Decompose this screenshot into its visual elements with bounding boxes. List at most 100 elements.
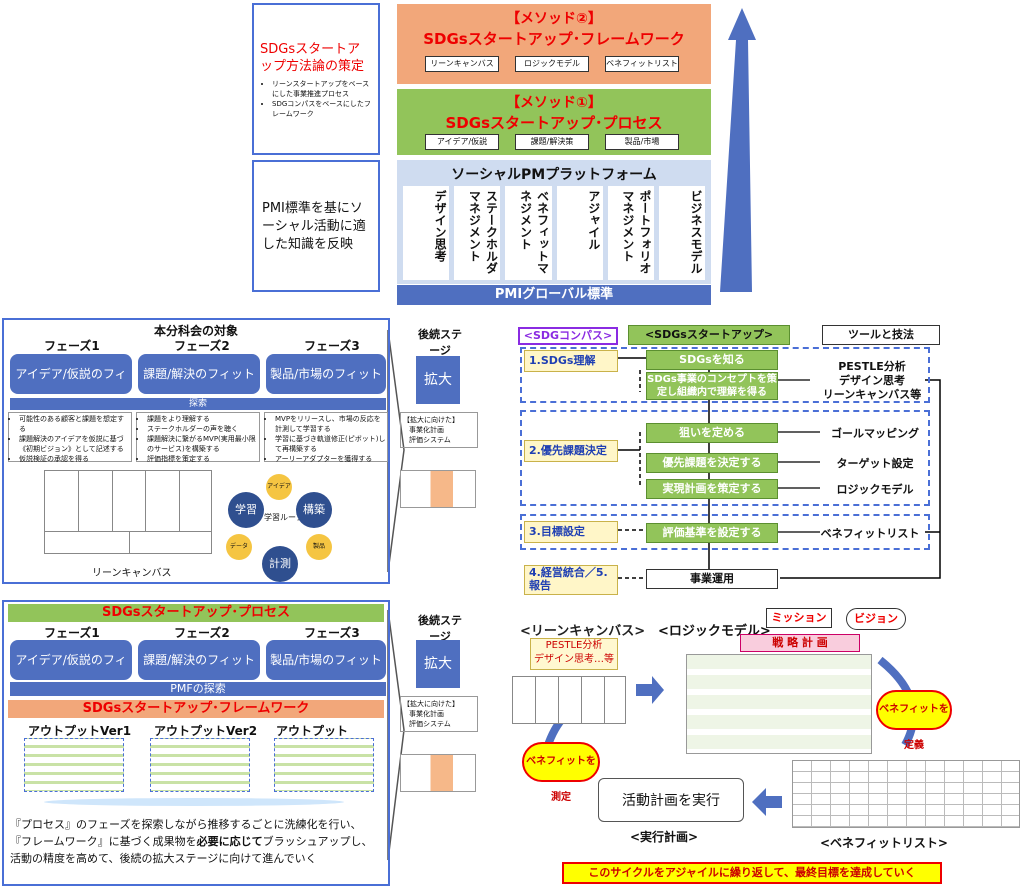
expand-notes: 【拡大に向けた】 事業化計画 評価システム [400, 696, 478, 732]
expand-note: 評価システム [409, 720, 451, 728]
tool-label: リーンキャンバス等 [822, 388, 922, 401]
vision-cloud: ビジョン [846, 608, 906, 630]
note: 仮説検証の承認を得る [19, 454, 130, 464]
tool-label: PESTLE分析 [838, 360, 906, 373]
expand-notes: 【拡大に向けた】 事業化計画 評価システム [400, 412, 478, 448]
expand-note-title: 【拡大に向けた】 [403, 700, 459, 708]
growth-curve-image [400, 470, 476, 508]
step-group-3 [520, 514, 930, 550]
subcommittee-panel: 本分科会の対象 フェーズ1 フェーズ2 フェーズ3 アイデア/仮説のフィット 課… [2, 318, 390, 584]
step-group-2 [520, 410, 930, 506]
up-arrow-icon [720, 8, 756, 292]
note: MVPをリリースし、市場の反応を計測して学習する [275, 414, 386, 434]
benefit-list-label: <ベネフィットリスト> [820, 836, 948, 850]
loop-small-node: 製品 [306, 534, 332, 560]
tool-label: ベネフィットリスト [820, 527, 920, 540]
process-step: SDGsを知る [646, 350, 778, 370]
pmi-global-bar: PMIグローバル標準 [397, 285, 711, 305]
subcommittee-header: 本分科会の対象 [153, 324, 238, 338]
expand-note: 事業化計画 [409, 710, 444, 718]
method2-item: ベネフィットリスト [605, 56, 679, 72]
phase-notes: MVPをリリースし、市場の反応を計測して学習する 学習に基づき軌道修正(ピボット… [264, 412, 388, 464]
strategy-bar: 戦 略 計 画 [740, 634, 860, 652]
phase-label: フェーズ2 [174, 626, 230, 640]
design-label: デザイン思考…等 [534, 654, 614, 665]
bullet: SDGコンパスをベースにしたフレームワーク [272, 99, 372, 119]
note: ステークホルダーの声を聴く [147, 424, 258, 434]
phase-label: フェーズ3 [304, 626, 360, 640]
platform-title: ソーシャルPMプラットフォーム [451, 167, 657, 183]
output-thumbnail [274, 738, 374, 792]
step-group-1 [520, 347, 930, 403]
right-arrow-icon [636, 676, 664, 704]
lean-canvas-label: リーンキャンバス [92, 568, 172, 579]
phase-box: 製品/市場のフィット [266, 354, 386, 394]
methodology-box: SDGsスタートアップ方法論の策定 リーンスタートアップをベースにした事業推進プ… [252, 3, 380, 155]
process-step: 評価基準を設定する [646, 523, 778, 543]
process-title: SDGsスタートアップ･プロセス [8, 604, 384, 622]
output-label: アウトプットVer1 [28, 724, 132, 738]
description-line: 『フレームワーク』に基づく成果物を必要に応じてブラッシュアップし、 [10, 833, 388, 850]
output-label: アウトプットVer2 [154, 724, 258, 738]
platform-col: ビジネスモデル [658, 186, 706, 280]
expand-box: 拡大 [416, 356, 460, 404]
note: 課題をより理解する [147, 414, 258, 424]
bullet: リーンスタートアップをベースにした事業推進プロセス [272, 79, 372, 99]
step-label: 1.SDGs理解 [524, 350, 618, 372]
description-line: 『プロセス』のフェーズを探索しながら推移するごとに洗練化を行い、 [10, 818, 362, 831]
phase-box: 課題/解決のフィット [138, 640, 260, 680]
tool-label: デザイン思考 [839, 374, 905, 387]
lean-canvas-section-label: <リーンキャンバス> [520, 624, 646, 639]
note: 課題解決に繋がるMVP(実用最小限のサービス)を構築する [147, 434, 258, 454]
lean-canvas-image [512, 676, 626, 724]
output-thumbnail [150, 738, 250, 792]
framework-title: SDGsスタートアップ･フレームワーク [8, 700, 384, 718]
pmi-text: PMI標準を基にソーシャル活動に適した知識を反映 [262, 201, 366, 252]
process-step: SDGs事業のコンセプトを策定し組織内で理解を得る [646, 372, 778, 400]
note: 可能性のある顧客と課題を想定する [19, 414, 130, 434]
phase-notes: 可能性のある顧客と課題を想定する 課題解決のアイデアを仮説に基づ《初期ビジョン》… [8, 412, 132, 464]
cycle-banner: このサイクルをアジャイルに繰り返して、最終目標を達成していく [562, 862, 942, 884]
expand-note: 評価システム [409, 436, 451, 444]
mission-box: ミッション [766, 608, 832, 628]
pmi-box: PMI標準を基にソーシャル活動に適した知識を反映 [252, 160, 380, 292]
sdg-startup-header: <SDGsスタートアップ> [628, 325, 790, 345]
method1-box: 【メソッド①】 SDGsスタートアップ･プロセス アイデア/仮説 課題/解決策 … [397, 89, 711, 155]
right-chevron-icon [387, 609, 405, 861]
loop-node: 計測 [262, 546, 298, 582]
process-step: 狙いを定める [646, 423, 778, 443]
platform-col: デザイン思考 [403, 186, 450, 280]
note: 課題解決のアイデアを仮説に基づ《初期ビジョン》として記述する [19, 434, 130, 454]
methodology-bullets: リーンスタートアップをベースにした事業推進プロセス SDGコンパスをベースにした… [260, 79, 372, 119]
platform-col: ポートフォリオマネジメント [607, 186, 654, 280]
tool-label: ゴールマッピング [831, 427, 919, 440]
method2-title1: 【メソッド②】 [506, 11, 602, 27]
loop-node: 学習 [228, 492, 264, 528]
phase-box: 製品/市場のフィット [266, 640, 386, 680]
method2-item: ロジックモデル [515, 56, 589, 72]
phase-label: フェーズ1 [44, 339, 100, 353]
method1-title1: 【メソッド①】 [506, 95, 602, 111]
pmf-bar: PMFの探索 [10, 682, 386, 696]
description: 『プロセス』のフェーズを探索しながら推移するごとに洗練化を行い、 『フレームワー… [10, 816, 388, 867]
follow-stage-label: 後続ステージ [418, 328, 462, 357]
logic-model-image [686, 654, 872, 754]
execute-scroll: 活動計画を実行 [598, 778, 744, 822]
note: アーリーアダプターを獲得する [275, 454, 386, 464]
phase-box: アイデア/仮説のフィット [10, 640, 132, 707]
tool-label: ターゲット設定 [836, 457, 914, 470]
process-step: 優先課題を決定する [646, 453, 778, 473]
expand-note-title: 【拡大に向けた】 [403, 416, 459, 424]
expand-box: 拡大 [416, 640, 460, 688]
description-line: 活動の精度を高めて、後続の拡大ステージに向けて進んでいく [10, 852, 317, 865]
note: 学習に基づき軌道修正(ピボット)して再構築する [275, 434, 386, 454]
platform-box: ソーシャルPMプラットフォーム デザイン思考 ステークホルダマネジメント ベネフ… [397, 160, 711, 284]
description-part: ブラッシュアップし、 [262, 835, 373, 848]
loop-center: 学習ループ [264, 513, 304, 522]
expand-note: 事業化計画 [409, 426, 444, 434]
phase-notes: 課題をより理解する ステークホルダーの声を聴く 課題解決に繋がるMVP(実用最小… [136, 412, 260, 463]
tool-label: ロジックモデル [836, 483, 914, 496]
left-arrow-icon [752, 788, 782, 816]
process-panel: SDGsスタートアップ･プロセス フェーズ1 フェーズ2 フェーズ3 アイデア/… [2, 600, 390, 886]
method1-item: 課題/解決策 [515, 134, 589, 150]
